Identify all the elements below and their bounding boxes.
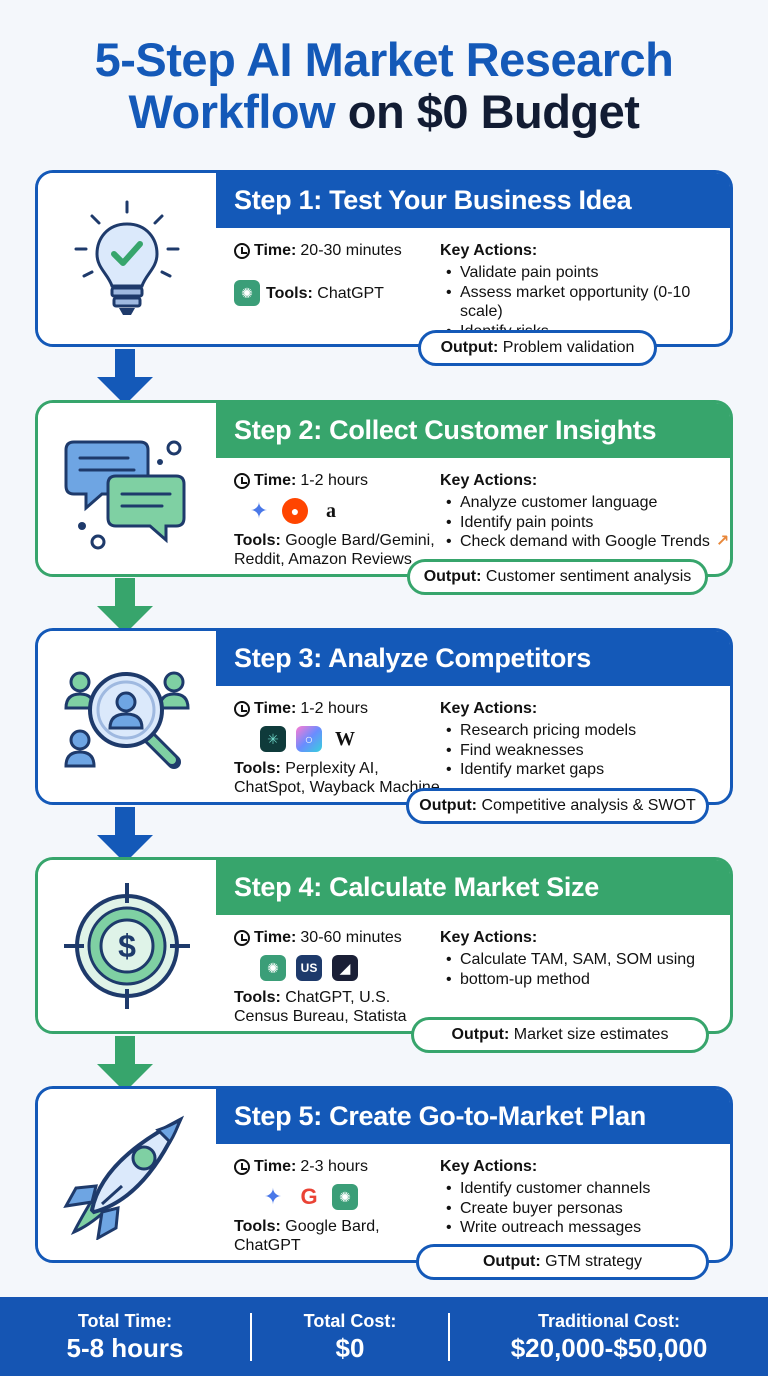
rocket-icon	[63, 1115, 185, 1240]
step-5-time: Time:2-3 hours	[234, 1158, 368, 1176]
google-icon: G	[300, 1184, 318, 1209]
chatgpt-icon: ✺	[260, 955, 286, 981]
step-2-time: Time:1-2 hours	[234, 472, 368, 490]
step-3-tools: Tools: Perplexity AI,ChatSpot, Wayback M…	[234, 760, 440, 796]
traditional-cost: Traditional Cost: $20,000-$50,000	[510, 1310, 708, 1363]
perplexity-icon: ✳	[260, 726, 286, 752]
step-2-body: Time:1-2 hours ✦ ● a Tools: Google Bard/…	[216, 458, 730, 574]
chatspot-icon: ○	[296, 726, 322, 752]
step-1-tools: ✺ Tools: ChatGPT	[234, 280, 384, 306]
step-5-output: Output: GTM strategy	[416, 1244, 709, 1280]
gemini-icon: ✦	[249, 498, 269, 523]
step-arrow-1	[97, 349, 153, 405]
step-1-time: Time:20-30 minutes	[234, 242, 402, 260]
chatgpt-icon: ✺	[234, 280, 260, 306]
step-1-header: Step 1: Test Your Business Idea	[216, 173, 730, 228]
step-1-output: Output: Problem validation	[418, 330, 657, 366]
list-item: Create buyer personas	[446, 1199, 650, 1219]
amazon-icon: a	[326, 499, 336, 522]
total-time: Total Time: 5-8 hours	[66, 1310, 184, 1363]
step-2-icon-box	[38, 403, 216, 574]
step-4-icon-box: $	[38, 860, 216, 1031]
reddit-icon: ●	[282, 498, 308, 524]
step-4-body: Time:30-60 minutes ✺ US ◢ Tools: ChatGPT…	[216, 915, 730, 1031]
step-2-output: Output: Customer sentiment analysis	[407, 559, 708, 595]
step-4-key-actions: Key Actions: Calculate TAM, SAM, SOM usi…	[440, 929, 695, 989]
step-5-tools: Tools: Google Bard,ChatGPT	[234, 1218, 380, 1254]
title-line-2-dark: on $0 Budget	[347, 85, 640, 138]
step-arrow-2	[97, 578, 153, 634]
step-2-tool-icons: ✦ ● a	[246, 498, 344, 524]
step-1-card: Step 1: Test Your Business Idea Time:20-…	[35, 170, 733, 347]
step-5-card: Step 5: Create Go-to-Market Plan Time:2-…	[35, 1086, 733, 1263]
gemini-icon: ✦	[263, 1184, 283, 1209]
list-item: Assess market opportunity (0-10 scale)	[446, 283, 730, 322]
statista-icon: ◢	[332, 955, 358, 981]
list-item: bottom-up method	[446, 970, 695, 990]
divider	[250, 1312, 252, 1361]
wikipedia-icon: W	[335, 727, 355, 750]
step-4-tool-icons: ✺ US ◢	[260, 955, 358, 981]
step-5-header: Step 5: Create Go-to-Market Plan	[216, 1089, 730, 1144]
step-4-card: $ Step 4: Calculate Market Size Time:30-…	[35, 857, 733, 1034]
step-3-header: Step 3: Analyze Competitors	[216, 631, 730, 686]
magnifier-people-icon	[64, 671, 190, 769]
list-item: Check demand with Google Trends↗	[446, 532, 729, 552]
step-3-card: Step 3: Analyze Competitors Time:1-2 hou…	[35, 628, 733, 805]
us-census-icon: US	[296, 955, 322, 981]
step-1-icon-box	[38, 173, 216, 344]
step-2-key-actions: Key Actions: Analyze customer language I…	[440, 472, 729, 552]
list-item: Research pricing models	[446, 721, 636, 741]
clock-icon	[234, 243, 250, 259]
step-5-icon-box	[38, 1089, 216, 1260]
page-title: 5-Step AI Market Research Workflow on $0…	[0, 34, 768, 138]
svg-text:$: $	[118, 928, 136, 964]
step-4-output: Output: Market size estimates	[411, 1017, 709, 1053]
list-item: Write outreach messages	[446, 1218, 650, 1238]
lightbulb-check-icon	[74, 200, 180, 315]
step-5-key-actions: Key Actions: Identify customer channels …	[440, 1158, 650, 1238]
clock-icon	[234, 701, 250, 717]
step-1-key-actions: Key Actions: Validate pain points Assess…	[440, 242, 730, 341]
list-item: Calculate TAM, SAM, SOM using	[446, 950, 695, 970]
step-arrow-3	[97, 807, 153, 863]
list-item: Identify pain points	[446, 513, 729, 533]
chat-bubbles-icon	[64, 440, 186, 549]
step-3-output: Output: Competitive analysis & SWOT	[406, 788, 709, 824]
clock-icon	[234, 473, 250, 489]
total-cost: Total Cost: $0	[303, 1310, 397, 1363]
chatgpt-icon: ✺	[332, 1184, 358, 1210]
summary-footer: Total Time: 5-8 hours Total Cost: $0 Tra…	[0, 1297, 768, 1376]
step-2-header: Step 2: Collect Customer Insights	[216, 403, 730, 458]
step-4-header: Step 4: Calculate Market Size	[216, 860, 730, 915]
step-5-tool-icons: ✦ G ✺	[260, 1184, 358, 1210]
step-3-icon-box	[38, 631, 216, 802]
step-arrow-4	[97, 1036, 153, 1092]
step-4-time: Time:30-60 minutes	[234, 929, 402, 947]
list-item: Find weaknesses	[446, 741, 636, 761]
trend-icon: ↗	[715, 533, 730, 550]
step-3-tool-icons: ✳ ○ W	[260, 726, 358, 752]
step-1-body: Time:20-30 minutes ✺ Tools: ChatGPT Key …	[216, 228, 730, 344]
target-dollar-icon: $	[64, 882, 190, 1009]
list-item: Identify customer channels	[446, 1179, 650, 1199]
step-4-tools: Tools: ChatGPT, U.S.Census Bureau, Stati…	[234, 989, 407, 1025]
step-5-body: Time:2-3 hours ✦ G ✺ Tools: Google Bard,…	[216, 1144, 730, 1260]
title-line-2-blue: Workflow	[128, 85, 336, 138]
step-3-body: Time:1-2 hours ✳ ○ W Tools: Perplexity A…	[216, 686, 730, 802]
clock-icon	[234, 930, 250, 946]
clock-icon	[234, 1159, 250, 1175]
list-item: Identify market gaps	[446, 760, 636, 780]
step-3-key-actions: Key Actions: Research pricing models Fin…	[440, 700, 636, 780]
list-item: Analyze customer language	[446, 493, 729, 513]
step-2-card: Step 2: Collect Customer Insights Time:1…	[35, 400, 733, 577]
list-item: Validate pain points	[446, 263, 730, 283]
step-2-tools: Tools: Google Bard/Gemini,Reddit, Amazon…	[234, 532, 435, 568]
divider	[448, 1312, 450, 1361]
step-3-time: Time:1-2 hours	[234, 700, 368, 718]
title-line-1: 5-Step AI Market Research	[94, 33, 674, 86]
